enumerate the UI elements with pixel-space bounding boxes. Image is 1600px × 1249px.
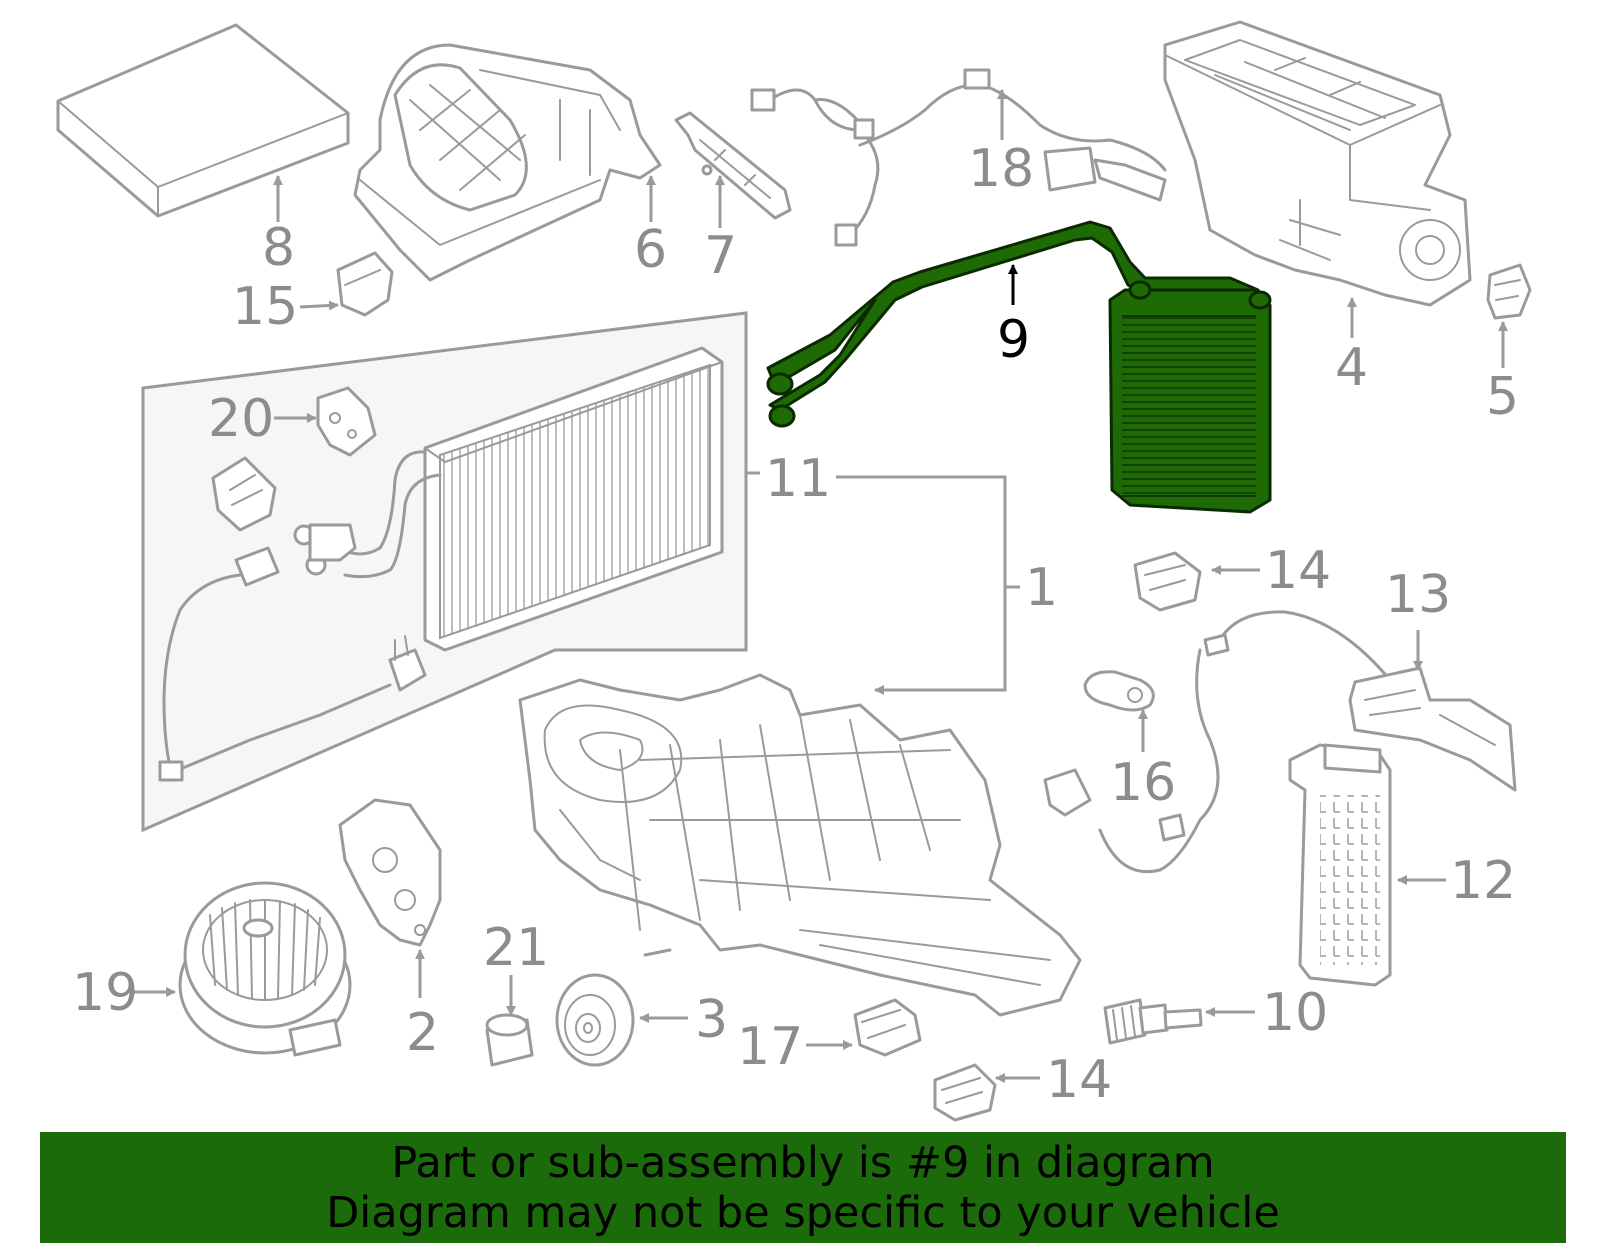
part-6-blower-housing — [353, 43, 662, 282]
inset-panel-evaporator — [141, 311, 748, 833]
callout-13: 13 — [1385, 565, 1451, 625]
callout-19: 19 — [72, 963, 138, 1023]
inset-harness — [158, 546, 427, 782]
callout-12: 12 — [1450, 851, 1516, 911]
callout-18: 18 — [968, 139, 1034, 199]
part-9-heater-core — [766, 220, 1272, 514]
part-16-seal — [1083, 670, 1155, 712]
part-13-harness-module — [1043, 610, 1517, 874]
callout-17: 17 — [737, 1017, 803, 1077]
info-banner: Part or sub-assembly is #9 in diagram Di… — [40, 1132, 1566, 1243]
banner-line-disclaimer: Diagram may not be specific to your vehi… — [326, 1188, 1280, 1238]
part-4-hvac-case — [1163, 20, 1472, 307]
callout-4: 4 — [1335, 338, 1368, 398]
part-17-actuator — [853, 998, 922, 1057]
part-14-actuator-lower — [933, 1063, 997, 1122]
callout-labels: 8 15 6 7 18 9 4 5 20 11 1 14 13 16 12 21… — [72, 139, 1519, 1110]
callout-9: 9 — [997, 310, 1030, 370]
callout-14-upper: 14 — [1265, 541, 1331, 601]
callout-5: 5 — [1486, 367, 1519, 427]
callout-14-lower: 14 — [1046, 1050, 1112, 1110]
part-3-cap — [555, 973, 635, 1067]
part-21-bushing — [485, 1013, 534, 1067]
callout-7: 7 — [704, 226, 737, 286]
part-18-wiring-harness — [750, 68, 1167, 247]
inset-sensor — [211, 456, 277, 532]
part-20-bracket — [316, 386, 377, 457]
part-11-evaporator — [293, 346, 724, 652]
callout-10: 10 — [1262, 983, 1328, 1043]
part-7-bracket — [674, 111, 792, 220]
callout-3: 3 — [695, 990, 728, 1050]
part-19-blower-motor — [178, 881, 352, 1057]
banner-line-part-number: Part or sub-assembly is #9 in diagram — [391, 1138, 1215, 1188]
callout-8: 8 — [262, 218, 295, 278]
part-2-cover — [338, 798, 442, 947]
part-10-sensor — [1103, 998, 1203, 1045]
callout-11: 11 — [765, 449, 831, 509]
part-12-ptc-heater — [1288, 743, 1392, 987]
part-14-actuator-upper — [1133, 551, 1202, 612]
callout-21: 21 — [483, 918, 549, 978]
callout-2: 2 — [406, 1003, 439, 1063]
callout-16: 16 — [1110, 753, 1176, 813]
callout-1: 1 — [1025, 558, 1058, 618]
part-1-hvac-housing — [518, 673, 1082, 1017]
callout-20: 20 — [208, 389, 274, 449]
part-8-cabin-filter — [56, 23, 350, 218]
leader-lines — [130, 89, 1508, 1083]
part-5-sensor — [1486, 263, 1532, 320]
part-15-clip — [336, 251, 394, 317]
callout-6: 6 — [634, 220, 667, 280]
callout-15: 15 — [232, 277, 298, 337]
